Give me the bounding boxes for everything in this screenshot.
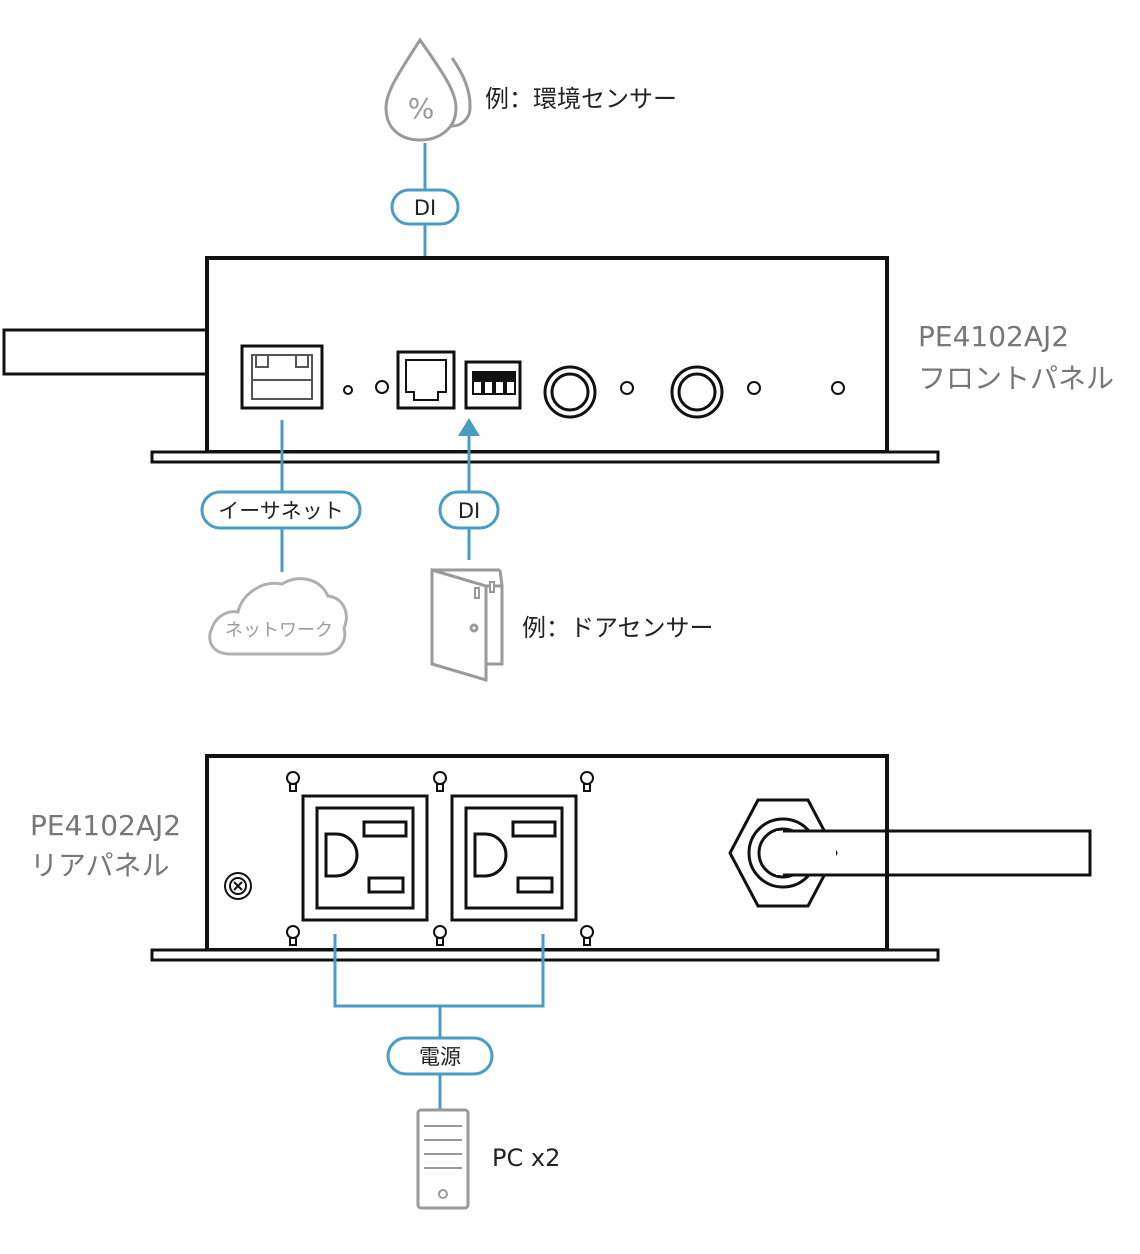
ground-screw-icon (224, 872, 252, 900)
power-pill-text: 電源 (419, 1045, 461, 1069)
door-sensor-label: 例：ドアセンサー (522, 614, 714, 642)
power-connection: 電源 (333, 934, 545, 1110)
di-bottom-pill-text: DI (458, 499, 480, 523)
round-button-icon (670, 365, 724, 419)
di-bottom-connection: DI (438, 418, 500, 560)
pc-label: PC x2 (492, 1144, 560, 1172)
cable-gland-icon (728, 798, 838, 908)
door-sensor-icon (430, 567, 504, 683)
led-icon (747, 381, 761, 395)
front-device-body (205, 256, 889, 454)
front-panel-model: PE4102AJ2 (918, 320, 1069, 353)
network-cloud-label: ネットワーク (225, 620, 333, 641)
ethernet-port-icon (240, 344, 324, 410)
humidity-percent-symbol: % (408, 92, 435, 125)
front-panel-name: フロントパネル (918, 362, 1114, 395)
led-icon (831, 381, 845, 395)
front-flange (150, 450, 940, 464)
rear-panel-device (150, 754, 1092, 962)
env-sensor-label: 例：環境センサー (485, 85, 677, 113)
front-panel-device (2, 256, 940, 464)
keyhole-icon (286, 771, 594, 946)
front-cable (2, 328, 209, 376)
ethernet-connection: イーサネット (200, 420, 362, 572)
di-top-pill-text: DI (414, 196, 436, 220)
di-bottom-arrow-icon (458, 418, 480, 436)
led-icon (375, 380, 389, 394)
power-outlet-icon (450, 794, 578, 922)
led-icon (620, 381, 634, 395)
rear-panel-name: リアパネル (30, 849, 169, 882)
rear-flange (150, 948, 940, 962)
pc-tower-icon (416, 1108, 470, 1210)
ethernet-pill-text: イーサネット (218, 499, 344, 523)
rear-panel-model: PE4102AJ2 (30, 809, 181, 842)
led-icon (343, 385, 353, 395)
network-cloud-icon: ネットワーク (208, 577, 348, 656)
di-port-icon (396, 350, 456, 410)
power-outlet-icon (301, 794, 429, 922)
humidity-sensor-icon: % (384, 37, 472, 142)
round-button-icon (543, 365, 597, 419)
dip-switch-icon (464, 360, 522, 410)
